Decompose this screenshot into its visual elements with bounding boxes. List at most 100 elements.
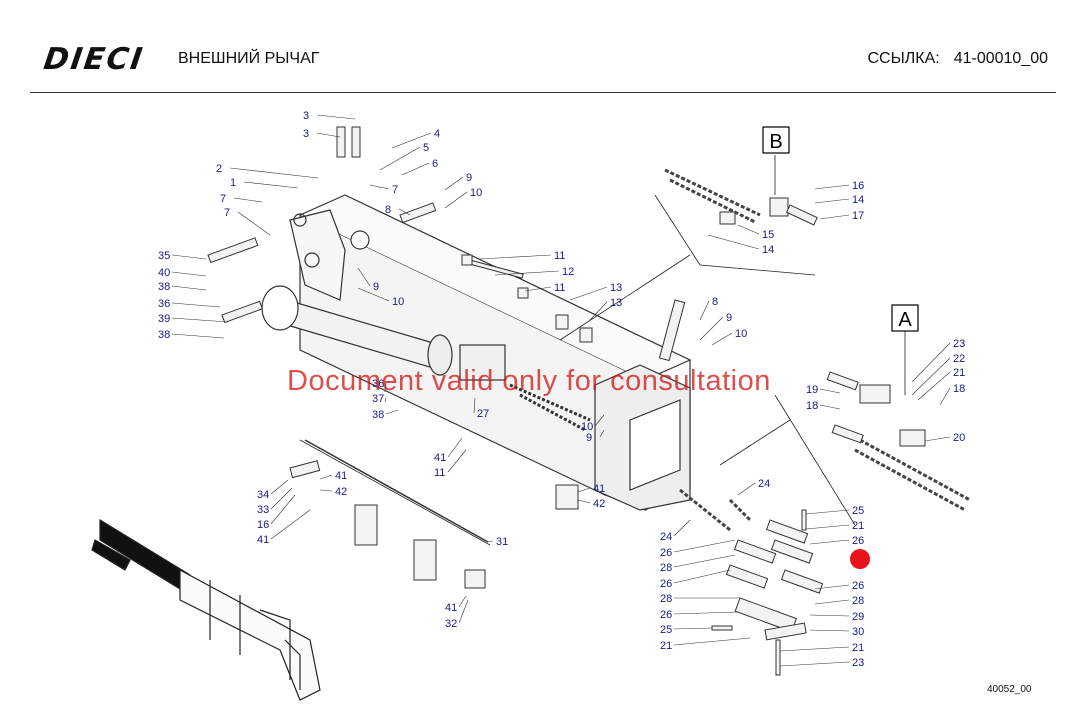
callout-leader — [494, 270, 560, 276]
callout-leader — [458, 595, 467, 608]
callout-13: 13 — [610, 297, 622, 309]
callout-leader — [737, 482, 756, 496]
rod-31 — [304, 439, 489, 543]
callout-leader — [401, 162, 430, 176]
callout-28: 28 — [660, 562, 672, 574]
callout-leader — [594, 414, 605, 427]
callout-41: 41 — [434, 452, 446, 464]
chain-24 — [679, 488, 752, 532]
callout-27: 27 — [477, 408, 489, 420]
reference-label: ССЫЛКА: — [867, 50, 940, 67]
detail-view-a-label: A — [898, 309, 912, 331]
callout-leader — [319, 474, 333, 480]
callout-21: 21 — [852, 642, 864, 654]
callout-leader — [939, 387, 951, 406]
callout-leader — [447, 437, 463, 458]
callout-2: 2 — [216, 163, 222, 175]
callout-36: 36 — [158, 298, 170, 310]
callout-25: 25 — [852, 505, 864, 517]
callout-leader — [805, 524, 850, 530]
callout-30: 30 — [852, 626, 864, 638]
callout-21: 21 — [852, 520, 864, 532]
callout-9: 9 — [586, 432, 592, 444]
callout-24: 24 — [660, 531, 672, 543]
callout-leader — [171, 333, 225, 339]
callout-leader — [711, 332, 733, 346]
callout-leader — [479, 254, 552, 260]
callout-28: 28 — [660, 593, 672, 605]
callout-11: 11 — [434, 467, 445, 479]
callout-leader — [487, 540, 494, 543]
callout-leader — [673, 611, 739, 615]
callout-leader — [814, 599, 850, 605]
callout-leader — [357, 287, 390, 302]
callout-32: 32 — [445, 618, 457, 630]
callout-11: 11 — [554, 250, 565, 262]
callout-38: 38 — [372, 409, 384, 421]
callout-leader — [171, 271, 207, 277]
callout-leader — [398, 208, 411, 216]
callout-10: 10 — [392, 296, 404, 308]
callout-leader — [589, 301, 608, 321]
callout-leader — [814, 184, 850, 190]
callout-leader — [458, 599, 469, 624]
callout-leader — [316, 114, 356, 120]
callout-31: 31 — [496, 536, 508, 548]
callout-leader — [270, 494, 296, 525]
callout-leader — [779, 661, 850, 667]
callout-leader — [805, 509, 850, 515]
callout-leader — [911, 342, 951, 383]
callout-28: 28 — [852, 595, 864, 607]
callout-10: 10 — [470, 187, 482, 199]
callout-leader — [384, 397, 387, 403]
callout-33: 33 — [257, 504, 269, 516]
callout-3: 3 — [303, 128, 309, 140]
callout-3: 3 — [303, 110, 309, 122]
callout-37: 37 — [372, 393, 384, 405]
callout-24: 24 — [758, 478, 770, 490]
callout-leader — [673, 627, 713, 630]
callout-41: 41 — [335, 470, 347, 482]
machine-thumbnail — [91, 518, 321, 701]
callout-9: 9 — [373, 281, 379, 293]
callout-leader — [599, 429, 605, 438]
callout-leader — [809, 539, 850, 545]
callout-leader — [171, 317, 229, 323]
drawing-code: 40052_00 — [987, 684, 1032, 695]
detail-view-a-box: A — [891, 304, 919, 332]
callout-leader — [270, 479, 289, 495]
hardware-parts — [207, 126, 926, 676]
header-divider — [30, 92, 1056, 93]
chain-b — [664, 168, 761, 224]
callout-41: 41 — [445, 602, 457, 614]
callout-7: 7 — [220, 193, 226, 205]
detail-view-b-label: B — [769, 131, 782, 153]
callout-leader — [699, 316, 724, 341]
callout-leader — [316, 132, 341, 138]
callout-leader — [270, 509, 311, 540]
callout-leader — [809, 614, 850, 617]
chain-a — [854, 438, 971, 512]
callout-leader — [171, 254, 207, 260]
callout-25: 25 — [660, 624, 672, 636]
callout-leader — [673, 569, 731, 584]
callout-42: 42 — [593, 498, 605, 510]
callout-26: 26 — [660, 547, 672, 559]
callout-leader — [673, 637, 751, 646]
callout-20: 20 — [953, 432, 965, 444]
callout-42: 42 — [335, 486, 347, 498]
callout-leader — [911, 357, 951, 396]
callout-40: 40 — [158, 267, 170, 279]
callout-1: 1 — [230, 177, 236, 189]
main-boom-drawing — [261, 194, 692, 511]
callout-38: 38 — [158, 281, 170, 293]
callout-leader — [673, 554, 736, 568]
callout-leader — [229, 167, 319, 179]
callout-leader — [473, 397, 476, 414]
callout-26: 26 — [852, 580, 864, 592]
callout-leader — [924, 436, 951, 442]
callout-21: 21 — [953, 367, 965, 379]
callout-leader — [577, 487, 591, 493]
callout-35: 35 — [158, 250, 170, 262]
callout-leader — [171, 285, 207, 291]
